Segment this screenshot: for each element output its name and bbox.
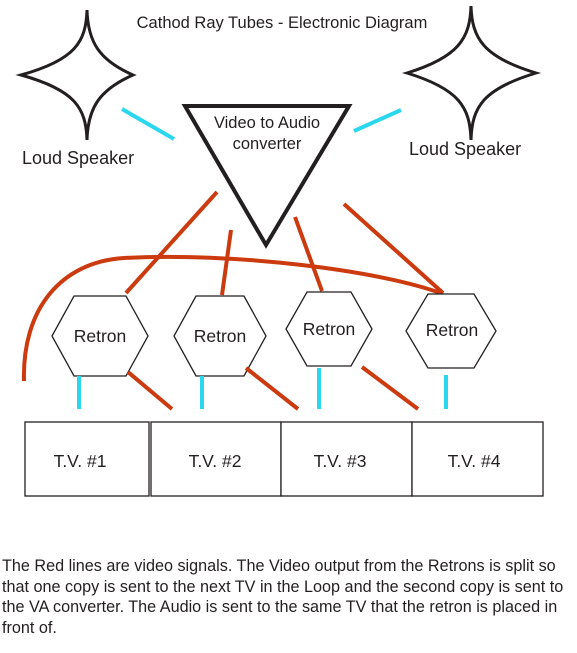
tv-box xyxy=(280,421,413,497)
video-line-retron-3-to-converter xyxy=(293,216,324,292)
tv-box xyxy=(411,421,544,497)
video-loop-line-retron-4-to-tv-1 xyxy=(21,254,444,382)
cathode-ray-tube-diagram: Cathod Ray Tubes - Electronic Diagram Lo… xyxy=(15,5,544,497)
video-line-retron-3-to-tv-4 xyxy=(360,365,420,411)
speaker-star-icon xyxy=(401,5,542,141)
loud-speaker-left: Loud Speaker xyxy=(15,9,137,168)
retron-label: Retron xyxy=(194,326,247,346)
tv-1: T.V. #1 xyxy=(24,421,150,497)
audio-line-speaker-right xyxy=(353,108,402,133)
diagram-caption: The Red lines are video signals. The Vid… xyxy=(2,557,564,637)
tv-2: T.V. #2 xyxy=(150,421,282,497)
tv-label: T.V. #1 xyxy=(54,451,107,471)
video-line-retron-1-to-tv-2 xyxy=(126,370,174,411)
retron-label: Retron xyxy=(303,319,356,339)
tv-label: T.V. #3 xyxy=(314,451,367,471)
diagram-title: Cathod Ray Tubes - Electronic Diagram xyxy=(137,14,428,32)
converter-label-line-2: converter xyxy=(233,135,302,153)
retron-3: Retron xyxy=(285,291,373,367)
converter-label-line-1: Video to Audio xyxy=(214,114,320,132)
loud-speaker-right: Loud Speaker xyxy=(401,5,542,159)
video-line-retron-2-to-converter xyxy=(220,229,233,296)
tv-label: T.V. #4 xyxy=(448,451,501,471)
retron-hexagon xyxy=(405,293,497,369)
speaker-star-icon xyxy=(15,9,137,141)
audio-line-speaker-left xyxy=(121,107,175,141)
retron-1: Retron xyxy=(51,295,149,377)
retron-label: Retron xyxy=(74,326,127,346)
retron-2: Retron xyxy=(173,295,267,377)
video-line-retron-4-to-converter xyxy=(342,202,445,295)
tv-box xyxy=(150,421,282,497)
retron-hexagon xyxy=(51,295,149,377)
speaker-label: Loud Speaker xyxy=(409,139,521,159)
retron-4: Retron xyxy=(405,293,497,369)
converter-triangle xyxy=(181,104,353,249)
video-line-retron-1-to-converter xyxy=(124,190,219,295)
video-line-retron-2-to-tv-3 xyxy=(244,366,300,411)
tv-box xyxy=(24,421,150,497)
retron-hexagon xyxy=(173,295,267,377)
speaker-label: Loud Speaker xyxy=(22,148,134,168)
retron-hexagon xyxy=(285,291,373,367)
retron-label: Retron xyxy=(426,320,479,340)
tv-4: T.V. #4 xyxy=(411,421,544,497)
video-to-audio-converter: Video to Audio converter xyxy=(181,104,353,249)
tv-label: T.V. #2 xyxy=(189,451,242,471)
tv-3: T.V. #3 xyxy=(280,421,413,497)
